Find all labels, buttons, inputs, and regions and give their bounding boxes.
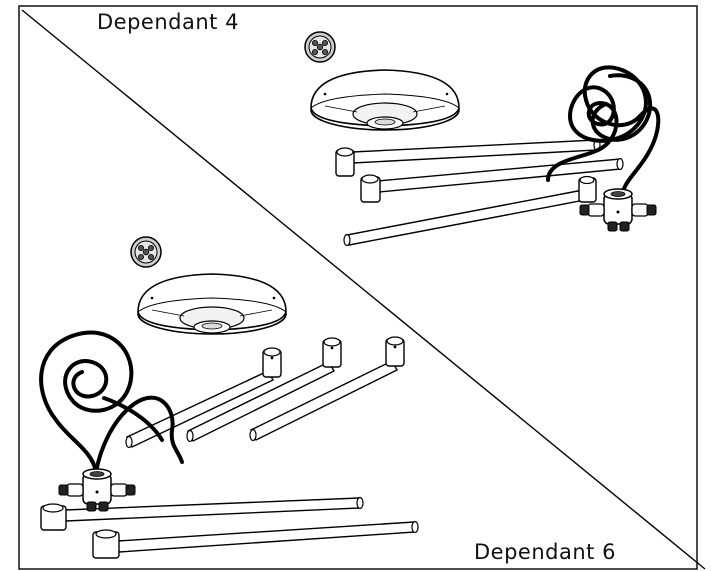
canopy-bottom <box>137 273 287 335</box>
dependant-4-label: Dependant 4 <box>97 10 239 34</box>
arm-tube-bottom-2 <box>186 337 342 443</box>
dependant-6-label: Dependant 6 <box>474 540 616 564</box>
divider-diagonal <box>21 9 706 570</box>
figure-border <box>18 5 698 570</box>
canopy-top <box>310 69 460 131</box>
dependant-6-assembly <box>39 236 419 559</box>
arm-tube-top-3 <box>343 175 597 247</box>
coiled-cable-top <box>546 65 661 198</box>
arm-tube-bottom-5 <box>92 520 419 559</box>
coiled-cable-bottom <box>39 330 184 474</box>
arm-tube-top-2 <box>360 157 624 203</box>
arm-tube-bottom-1 <box>125 347 282 449</box>
hub-connector-bottom <box>58 468 136 512</box>
arm-tube-bottom-3 <box>249 336 405 442</box>
dependant-4-assembly <box>304 31 661 247</box>
arm-tube-bottom-4 <box>40 496 364 531</box>
mount-plate-top <box>304 31 336 63</box>
mount-plate-bottom <box>130 236 162 268</box>
